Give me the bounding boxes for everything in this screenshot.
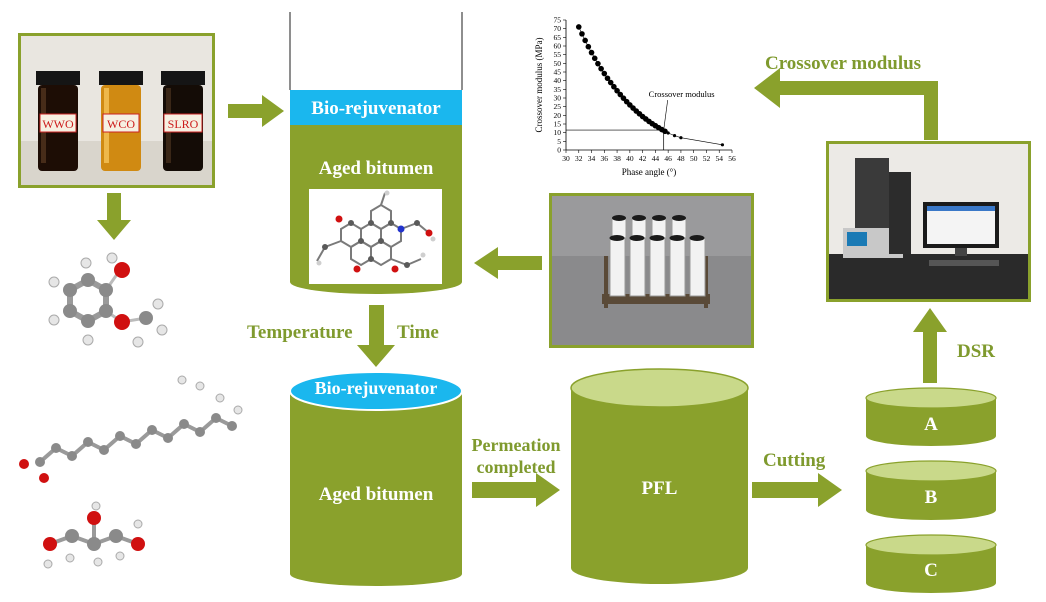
time-label: Time bbox=[397, 322, 439, 343]
y-tick-label: 15 bbox=[554, 120, 562, 129]
data-point bbox=[672, 134, 677, 138]
sample-tubes-photo bbox=[549, 193, 754, 348]
vials-illustration: WWO WCO SLRO bbox=[21, 71, 212, 185]
arrow-dsr-up bbox=[913, 308, 947, 383]
data-point bbox=[666, 131, 670, 135]
slice-a-label: A bbox=[924, 414, 938, 435]
y-tick-label: 0 bbox=[557, 146, 561, 155]
pfl-label: PFL bbox=[641, 478, 678, 499]
bottom-cylinder-header-label: Bio-rejuvenator bbox=[314, 378, 438, 398]
vials-photo: WWO WCO SLRO bbox=[18, 33, 215, 188]
slice-c-shape bbox=[865, 534, 997, 593]
crossover-modulus-heading: Crossover modulus bbox=[765, 53, 922, 74]
data-point bbox=[598, 65, 604, 72]
arrow-to-slices bbox=[752, 473, 842, 507]
y-tick-label: 75 bbox=[554, 16, 562, 25]
data-point bbox=[582, 37, 588, 44]
x-tick-label: 50 bbox=[690, 154, 698, 163]
arrow-vials-down bbox=[97, 193, 131, 240]
permeation-completed-label: Permeation completed bbox=[471, 435, 561, 477]
vial-label-2: WCO bbox=[107, 117, 135, 131]
data-point bbox=[585, 43, 592, 50]
y-tick-label: 5 bbox=[557, 137, 561, 146]
y-tick-label: 40 bbox=[554, 76, 562, 85]
top-cylinder-header-label: Bio-rejuvenator bbox=[311, 98, 441, 119]
x-tick-label: 40 bbox=[626, 154, 634, 163]
vial-label-1: WWO bbox=[42, 117, 74, 131]
x-tick-label: 38 bbox=[613, 154, 621, 163]
data-point bbox=[601, 70, 608, 77]
data-point bbox=[679, 136, 683, 140]
dsr-instrument-photo bbox=[826, 141, 1031, 302]
arrow-cylinder-down bbox=[357, 305, 395, 367]
arrow-to-pfl bbox=[472, 473, 560, 507]
annotation-label: Crossover modulus bbox=[649, 89, 715, 99]
arrow-vials-to-cylinder bbox=[228, 95, 284, 127]
data-point bbox=[595, 60, 601, 67]
top-cylinder-body-label: Aged bitumen bbox=[318, 158, 434, 179]
data-point bbox=[575, 24, 582, 30]
y-tick-label: 10 bbox=[554, 128, 562, 137]
pfl-cylinder-body bbox=[571, 388, 748, 584]
arrow-to-chart bbox=[754, 68, 938, 140]
y-tick-label: 35 bbox=[554, 85, 562, 94]
dsr-instrument-illustration bbox=[829, 144, 1028, 299]
data-point bbox=[604, 75, 611, 82]
data-point bbox=[579, 31, 585, 37]
y-tick-label: 25 bbox=[554, 102, 562, 111]
x-tick-label: 32 bbox=[575, 154, 583, 163]
x-axis-label: Phase angle (°) bbox=[622, 167, 677, 177]
data-point bbox=[617, 91, 624, 98]
x-tick-label: 54 bbox=[715, 154, 723, 163]
asphaltene-molecule-image bbox=[309, 189, 442, 284]
y-tick-label: 20 bbox=[554, 111, 562, 120]
bottom-cylinder-top bbox=[289, 371, 463, 411]
y-tick-label: 50 bbox=[554, 59, 562, 68]
data-point bbox=[588, 49, 595, 56]
x-tick-label: 42 bbox=[639, 154, 647, 163]
x-tick-label: 34 bbox=[588, 154, 596, 163]
x-tick-label: 52 bbox=[703, 154, 711, 163]
pfl-cylinder-top bbox=[570, 368, 749, 408]
molecule-1-icon bbox=[48, 252, 168, 348]
x-tick-label: 48 bbox=[677, 154, 685, 163]
slice-c-label: C bbox=[924, 560, 938, 581]
data-point bbox=[591, 55, 598, 62]
asphaltene-molecule-icon bbox=[316, 190, 436, 273]
x-tick-label: 44 bbox=[652, 154, 660, 163]
slice-a-shape bbox=[865, 387, 997, 446]
y-tick-label: 55 bbox=[554, 50, 562, 59]
x-tick-label: 30 bbox=[562, 154, 570, 163]
data-point bbox=[611, 83, 617, 90]
molecule-3-icon bbox=[43, 501, 145, 569]
data-point bbox=[720, 143, 725, 147]
top-cylinder-header bbox=[290, 90, 462, 125]
cutting-label: Cutting bbox=[763, 450, 826, 471]
series-line bbox=[578, 26, 723, 146]
x-tick-label: 56 bbox=[728, 154, 736, 163]
y-tick-label: 65 bbox=[554, 33, 562, 42]
sample-tubes-illustration bbox=[552, 196, 751, 345]
molecule-2-icon bbox=[19, 375, 243, 483]
y-tick-label: 45 bbox=[554, 68, 562, 77]
y-tick-label: 30 bbox=[554, 94, 562, 103]
x-tick-label: 46 bbox=[664, 154, 672, 163]
bottom-cylinder-body-label: Aged bitumen bbox=[318, 484, 434, 505]
data-point bbox=[614, 87, 620, 94]
arrow-samples-to-cylinder bbox=[474, 247, 542, 279]
vial-label-3: SLRO bbox=[168, 117, 199, 131]
dsr-label: DSR bbox=[957, 341, 996, 362]
bottom-cylinder-body bbox=[290, 391, 462, 586]
x-tick-label: 36 bbox=[601, 154, 609, 163]
y-tick-label: 60 bbox=[554, 42, 562, 51]
slice-b-label: B bbox=[924, 487, 938, 508]
temperature-label: Temperature bbox=[247, 322, 353, 343]
y-tick-label: 70 bbox=[554, 24, 562, 33]
annotation-leader bbox=[663, 100, 668, 131]
y-axis-label: Crossover modulus (MPa) bbox=[534, 38, 544, 133]
data-point bbox=[607, 79, 614, 86]
slice-b-shape bbox=[865, 460, 997, 520]
